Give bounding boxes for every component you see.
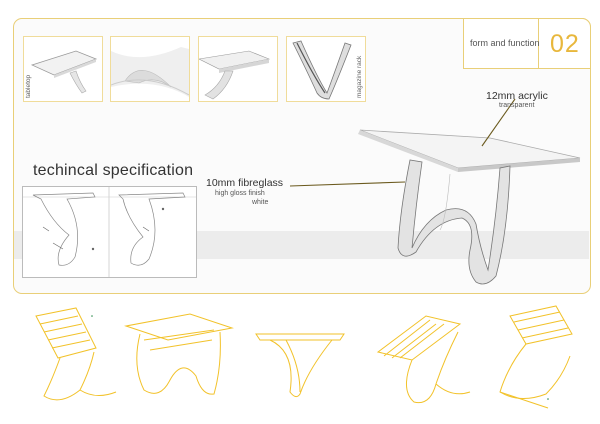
callout-acrylic-sub: transparent bbox=[499, 102, 535, 109]
spec-title: techincal specification bbox=[33, 162, 194, 179]
thumbnail-tabletop bbox=[23, 36, 103, 102]
thumbnail-detail-1 bbox=[110, 36, 190, 102]
wireframe-view-4 bbox=[376, 315, 471, 404]
callout-fibreglass-sub1: high gloss finish bbox=[215, 190, 265, 197]
sheet-number: 02 bbox=[550, 30, 580, 58]
tabletop-render bbox=[30, 50, 98, 94]
sheet-title: form and function bbox=[470, 38, 540, 48]
callout-fibreglass-sub2: white bbox=[252, 199, 269, 206]
table-render bbox=[358, 129, 581, 285]
wireframe-view-5 bbox=[499, 305, 573, 409]
detail-render-2 bbox=[199, 50, 271, 100]
callout-fibreglass-label: 10mm fibreglass bbox=[206, 177, 284, 189]
header-box bbox=[463, 18, 591, 69]
axis-marker-1 bbox=[91, 315, 93, 317]
technical-drawing bbox=[22, 186, 197, 278]
technical-drawing-lines bbox=[23, 187, 196, 277]
wireframe-view-1 bbox=[35, 307, 117, 401]
axis-marker-2 bbox=[547, 398, 549, 400]
wireframe-view-2 bbox=[124, 313, 234, 395]
thumbnail-detail-2 bbox=[198, 36, 278, 102]
thumbnail-magazine-rack bbox=[286, 36, 366, 102]
detail-render-1 bbox=[111, 47, 189, 97]
wireframe-view-3 bbox=[255, 333, 345, 398]
wireframe-row bbox=[35, 305, 573, 409]
magazine-rack-render bbox=[292, 40, 352, 100]
callout-acrylic-label: 12mm acrylic bbox=[486, 90, 548, 102]
